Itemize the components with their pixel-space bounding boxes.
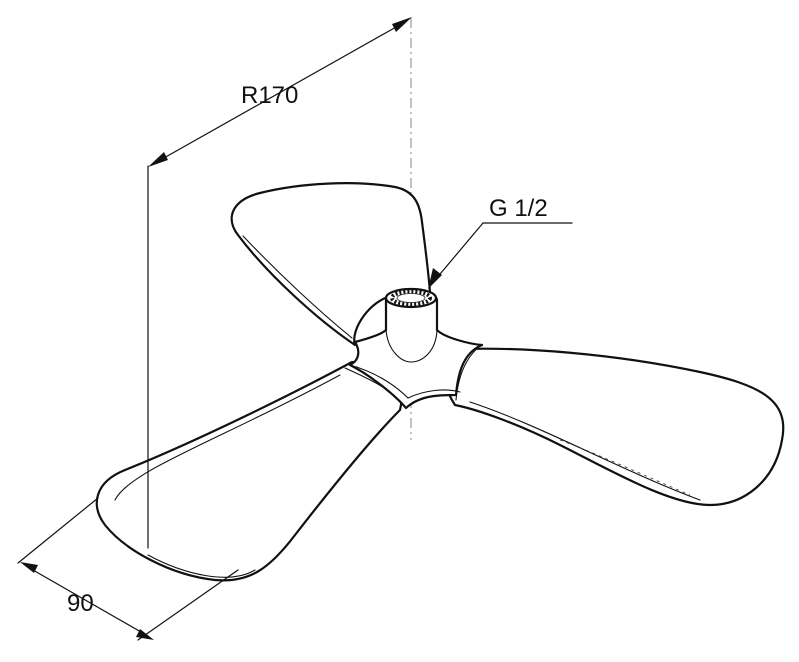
- blade-rear-edge: [242, 235, 353, 339]
- radius-label: R170: [241, 82, 298, 109]
- blade-right: [438, 347, 785, 507]
- hub-seam-right: [407, 389, 461, 399]
- thread-leader-arrow: [428, 268, 442, 289]
- depth-extension-top: [17, 497, 99, 564]
- connector-bore: [396, 293, 426, 303]
- connector-thread: [390, 289, 432, 307]
- hub-front-edge: [385, 329, 438, 363]
- r170-arrow-right: [392, 17, 412, 32]
- blade-left-bottom-edge: [147, 554, 256, 578]
- hub-seam-left: [349, 364, 409, 399]
- depth-arrow-top: [20, 562, 38, 573]
- depth-dimension-line: [25, 565, 149, 637]
- blade-right-nozzle-line: [559, 439, 691, 496]
- thread-leader-line: [434, 222, 484, 281]
- blade-rear: [230, 182, 432, 347]
- depth-extension-bottom: [137, 569, 239, 641]
- r170-dimension-line: [154, 21, 406, 164]
- depth-arrow-bottom: [136, 629, 154, 640]
- thread-label: G 1/2: [489, 195, 548, 222]
- depth-label: 90: [67, 590, 94, 617]
- r170-arrow-left: [148, 152, 168, 167]
- blade-left: [95, 360, 403, 582]
- hub-divider: [455, 345, 481, 401]
- blade-left-edge: [114, 374, 341, 501]
